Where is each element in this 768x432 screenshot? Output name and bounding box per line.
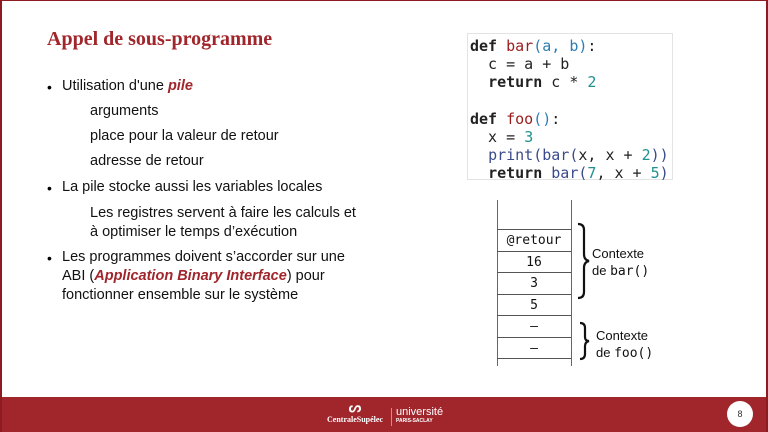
code-line: c = a + b	[470, 55, 672, 73]
code-token: (a, b)	[533, 37, 588, 55]
code-token: 2	[587, 73, 597, 92]
sub-item: adresse de retour	[90, 153, 204, 169]
stack-wall	[497, 200, 498, 366]
bullet-1: Utilisation d'une pile	[62, 77, 193, 96]
code-token: x =	[470, 127, 525, 146]
bullet-icon: •	[47, 250, 52, 266]
code-token: ()	[533, 109, 552, 128]
code-token: return	[488, 164, 543, 183]
bullet-icon: •	[47, 180, 52, 196]
text: foo()	[614, 346, 654, 361]
code-token: 7	[587, 164, 597, 183]
code-token: c = a + b	[470, 55, 570, 74]
code-line: def bar(a, b):	[470, 37, 672, 55]
code-line	[470, 92, 672, 110]
code-token: 5	[650, 164, 660, 183]
text: Contexte	[592, 246, 645, 261]
code-token: x, x +	[578, 146, 642, 165]
slide-title: Appel de sous-programme	[47, 28, 273, 50]
brace-icon	[577, 222, 590, 361]
code-token: foo	[506, 109, 534, 128]
sub-item: à optimiser le temps d’exécution	[90, 224, 298, 240]
context-foo-label: Contexte de foo()	[596, 327, 653, 362]
page-number: 8	[727, 401, 753, 427]
code-token	[470, 73, 488, 91]
text: Contexte	[596, 328, 649, 343]
bullet-3: Les programmes doivent s’accorder sur un…	[62, 249, 345, 265]
code-token: bar(	[551, 164, 588, 183]
code-token: print(bar(	[488, 146, 579, 165]
stack-cell: @retour	[497, 229, 571, 251]
code-token: , x +	[596, 164, 651, 183]
code-token: 2	[641, 146, 651, 165]
stack-cell: –	[497, 336, 571, 359]
stack-cell: –	[497, 315, 571, 337]
text: PARIS-SACLAY	[396, 418, 433, 424]
code-token	[542, 164, 551, 182]
sub-item: arguments	[90, 103, 159, 119]
code-token	[470, 146, 488, 164]
bullet-3-line2: ABI (Application Binary Interface) pour	[62, 267, 325, 286]
bullet-3-line3: fonctionner ensemble sur le système	[62, 287, 299, 303]
text: ) pour	[286, 268, 325, 284]
code-line: def foo():	[470, 110, 672, 128]
code-token	[497, 110, 506, 128]
text: université	[396, 406, 444, 418]
emphasis: pile	[167, 78, 193, 94]
text: de	[596, 345, 615, 360]
stack-bottom-line	[497, 358, 571, 359]
stack-wall	[571, 200, 572, 366]
sub-item: Les registres servent à faire les calcul…	[90, 205, 356, 221]
context-bar-label: Contexte de bar()	[592, 245, 649, 280]
code-token: ))	[650, 146, 669, 165]
code-token: def	[470, 37, 498, 55]
text: de	[592, 263, 611, 278]
stack-cell: 5	[497, 293, 571, 316]
stack-cell: 3	[497, 272, 571, 294]
text: CentraleSupélec	[327, 415, 383, 424]
code-token: :	[551, 109, 561, 128]
stack-cell: 16	[497, 250, 571, 273]
text: bar()	[610, 264, 650, 279]
code-token: )	[659, 164, 669, 183]
code-token: 3	[524, 127, 534, 146]
code-token	[470, 164, 488, 182]
code-token: return	[488, 73, 543, 92]
code-token	[497, 37, 506, 55]
code-block: def bar(a, b): c = a + b return c * 2 def…	[467, 33, 673, 182]
code-line: print(bar(x, x + 2))	[470, 146, 672, 164]
code-line: return bar(7, x + 5)	[470, 164, 672, 182]
code-token: c *	[542, 73, 588, 92]
code-token: :	[587, 37, 597, 55]
emphasis: Application Binary Interface	[94, 268, 287, 284]
bullet-2: La pile stocke aussi les variables local…	[62, 179, 323, 195]
code-line: return c * 2	[470, 73, 672, 91]
text: Utilisation d'une	[62, 78, 168, 94]
divider	[391, 408, 392, 426]
sub-item: place pour la valeur de retour	[90, 128, 279, 144]
code-line: x = 3	[470, 128, 672, 146]
footer-bar	[0, 397, 768, 432]
code-token: def	[470, 109, 498, 128]
text: ABI (	[62, 268, 95, 284]
bullet-icon: •	[47, 79, 52, 95]
code-token: bar	[506, 37, 534, 55]
